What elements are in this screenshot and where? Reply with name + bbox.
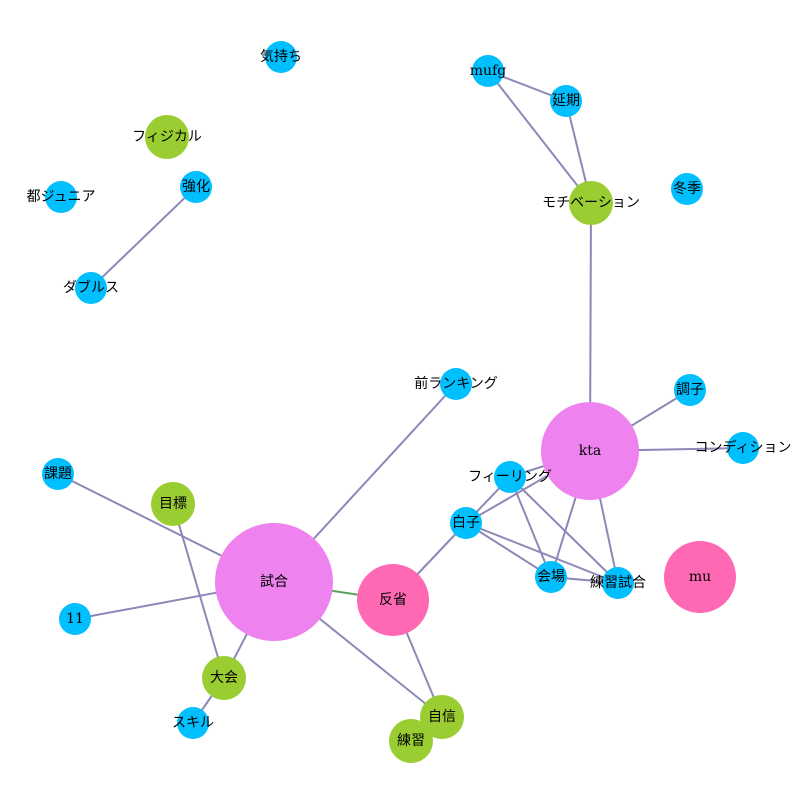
- node-label: モチベーション: [542, 195, 640, 211]
- node-label: コンディション: [694, 439, 791, 456]
- node-label: mu: [689, 569, 711, 585]
- node-jishin[interactable]: 自信: [420, 695, 464, 739]
- node-circle[interactable]: [494, 461, 526, 493]
- node-label: 反省: [379, 592, 407, 608]
- node-choushi[interactable]: 調子: [674, 374, 706, 406]
- node-skill[interactable]: スキル: [172, 707, 214, 739]
- node-renshu[interactable]: 練習: [389, 719, 433, 763]
- node-circle[interactable]: [59, 603, 91, 635]
- node-circle[interactable]: [45, 181, 77, 213]
- node-label: 試合: [260, 574, 288, 590]
- node-circle[interactable]: [145, 115, 189, 159]
- node-kyouka[interactable]: 強化: [180, 171, 212, 203]
- node-label: 白子: [452, 515, 480, 531]
- node-circle[interactable]: [202, 656, 246, 700]
- node-tojunior[interactable]: 都ジュニア: [26, 181, 96, 213]
- node-kta[interactable]: kta: [541, 402, 639, 500]
- node-label: 11: [66, 611, 84, 627]
- node-kadai[interactable]: 課題: [42, 458, 74, 490]
- node-circle[interactable]: [151, 482, 195, 526]
- node-circle[interactable]: [215, 523, 333, 641]
- node-circle[interactable]: [569, 181, 613, 225]
- node-circle[interactable]: [541, 402, 639, 500]
- node-label: 気持ち: [260, 49, 302, 65]
- node-label: スキル: [172, 715, 214, 731]
- node-condition[interactable]: コンディション: [694, 432, 792, 464]
- node-circle[interactable]: [75, 272, 107, 304]
- node-label: 会場: [537, 569, 565, 585]
- node-label: 自信: [428, 709, 456, 725]
- node-label: フィーリング: [468, 469, 552, 485]
- node-shirako[interactable]: 白子: [450, 507, 482, 539]
- node-label: 練習: [397, 733, 425, 749]
- node-n11[interactable]: 11: [59, 603, 91, 635]
- node-circle[interactable]: [727, 432, 759, 464]
- edge-feeling-kaijou: [509, 476, 552, 578]
- node-label: フィジカル: [132, 129, 202, 145]
- edge-feeling-renshushiai: [509, 476, 619, 584]
- node-circle[interactable]: [450, 507, 482, 539]
- node-circle[interactable]: [602, 567, 634, 599]
- node-feeling[interactable]: フィーリング: [468, 461, 552, 493]
- node-physical[interactable]: フィジカル: [132, 115, 202, 159]
- node-hansei[interactable]: 反省: [357, 564, 429, 636]
- node-label: ダブルス: [63, 279, 119, 296]
- node-circle[interactable]: [671, 173, 703, 205]
- node-kaijou[interactable]: 会場: [535, 561, 567, 593]
- node-renshushiai[interactable]: 練習試合: [590, 567, 646, 599]
- node-circle[interactable]: [389, 719, 433, 763]
- node-label: 延期: [552, 93, 580, 109]
- node-label: 調子: [676, 382, 704, 398]
- node-label: 目標: [159, 496, 187, 512]
- node-doubles[interactable]: ダブルス: [63, 272, 119, 304]
- node-label: 都ジュニア: [26, 189, 95, 205]
- node-motivation[interactable]: モチベーション: [542, 181, 640, 225]
- node-circle[interactable]: [177, 707, 209, 739]
- node-circle[interactable]: [440, 368, 472, 400]
- node-label: 練習試合: [590, 575, 646, 591]
- edge-mokuhyou-taikai: [172, 503, 225, 679]
- edge-kyouka-doubles: [90, 186, 197, 289]
- node-circle[interactable]: [180, 171, 212, 203]
- node-circle[interactable]: [265, 41, 297, 73]
- node-circle[interactable]: [472, 55, 504, 87]
- node-circle[interactable]: [674, 374, 706, 406]
- node-label: 前ランキング: [414, 375, 498, 392]
- node-touki[interactable]: 冬季: [671, 173, 703, 205]
- node-circle[interactable]: [664, 541, 736, 613]
- node-maeranking[interactable]: 前ランキング: [414, 368, 498, 400]
- edge-mufg-motivation: [487, 70, 592, 204]
- edge-shirako-renshushiai: [465, 522, 619, 584]
- node-enki[interactable]: 延期: [550, 85, 582, 117]
- node-label: 大会: [210, 670, 238, 686]
- node-circle[interactable]: [42, 458, 74, 490]
- node-label: 課題: [44, 466, 72, 482]
- node-label: mufg: [470, 63, 506, 79]
- node-kimochi[interactable]: 気持ち: [260, 41, 302, 73]
- node-mu[interactable]: mu: [664, 541, 736, 613]
- node-label: 冬季: [673, 181, 701, 197]
- node-circle[interactable]: [357, 564, 429, 636]
- node-mokuhyou[interactable]: 目標: [151, 482, 195, 526]
- node-circle[interactable]: [550, 85, 582, 117]
- node-mufg[interactable]: mufg: [470, 55, 506, 87]
- node-circle[interactable]: [535, 561, 567, 593]
- node-circle[interactable]: [420, 695, 464, 739]
- node-taikai[interactable]: 大会: [202, 656, 246, 700]
- edge-shirako-kaijou: [465, 522, 552, 578]
- node-label: 強化: [182, 179, 210, 195]
- node-label: kta: [579, 443, 601, 459]
- node-shiai[interactable]: 試合: [215, 523, 333, 641]
